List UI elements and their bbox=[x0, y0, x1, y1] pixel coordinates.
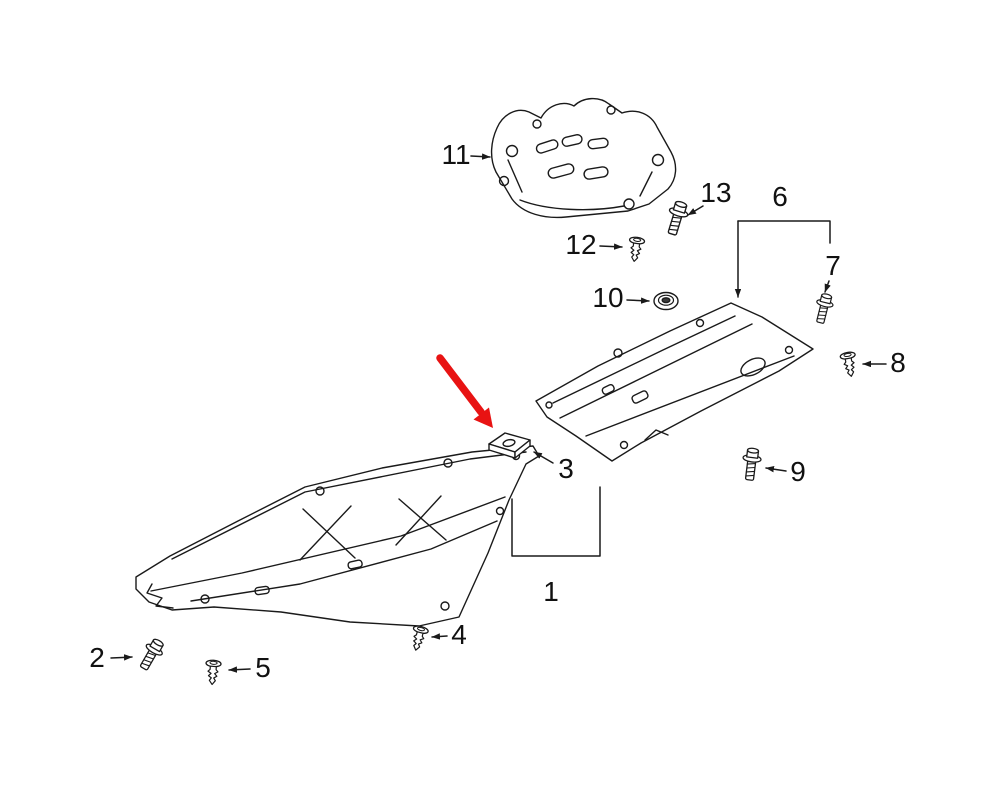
part-10-nut bbox=[653, 291, 679, 311]
callout-9-label: 9 bbox=[790, 456, 806, 487]
part-12-clip bbox=[625, 235, 646, 264]
callout-4-label: 4 bbox=[451, 619, 467, 650]
leader-11 bbox=[470, 153, 491, 160]
callout-8-label: 8 bbox=[890, 347, 906, 378]
callout-2-label: 2 bbox=[89, 642, 105, 673]
leader-13 bbox=[687, 205, 704, 216]
part-5-clip bbox=[203, 659, 222, 686]
leader-5 bbox=[228, 666, 251, 673]
part-8-clip bbox=[839, 350, 860, 379]
callout-10-label: 10 bbox=[592, 282, 624, 313]
leader-9 bbox=[765, 466, 787, 473]
part-7-bolt bbox=[811, 291, 836, 326]
bracket-6 bbox=[737, 220, 831, 244]
leader-4 bbox=[431, 633, 448, 640]
leader-10 bbox=[626, 297, 650, 304]
callout-1-label: 1 bbox=[543, 576, 559, 607]
part-9-bolt bbox=[739, 446, 763, 482]
bracket-1 bbox=[511, 486, 601, 557]
callout-3-label: 3 bbox=[558, 453, 574, 484]
callout-11-label: 11 bbox=[441, 139, 471, 170]
part-3-clip-nut bbox=[488, 432, 531, 459]
leader-2 bbox=[110, 654, 133, 661]
leader-3 bbox=[533, 451, 554, 464]
part-4-clip bbox=[407, 624, 430, 653]
leader-12 bbox=[599, 243, 623, 250]
part-11-engine-splash-shield bbox=[490, 97, 677, 219]
callout-13-label: 13 bbox=[700, 177, 732, 208]
leader-7 bbox=[824, 280, 831, 293]
highlight-arrow-icon bbox=[436, 354, 493, 428]
part-13-bolt bbox=[662, 198, 692, 238]
leader-lines bbox=[110, 153, 887, 673]
part-2-bolt bbox=[135, 635, 168, 674]
callout-7-label: 7 bbox=[825, 250, 841, 281]
callout-6-label: 6 bbox=[772, 181, 788, 212]
callout-5-label: 5 bbox=[255, 652, 271, 683]
part-6-under-cover-right bbox=[535, 302, 814, 462]
callout-12-label: 12 bbox=[565, 229, 597, 260]
part-1-under-cover-left bbox=[135, 445, 540, 627]
